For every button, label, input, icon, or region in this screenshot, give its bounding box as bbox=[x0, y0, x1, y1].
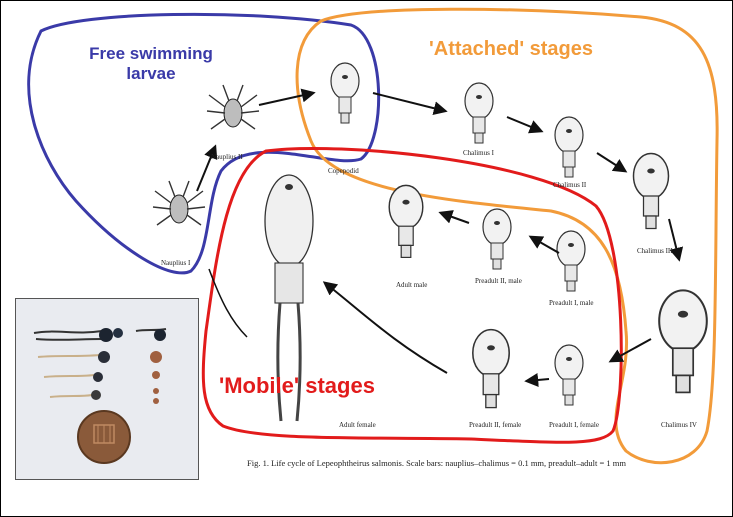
chalimus-3-drawing bbox=[632, 152, 670, 230]
stage-label-adult-male: Adult male bbox=[396, 281, 428, 289]
stage-label-nauplius1: Nauplius I bbox=[161, 259, 191, 267]
chalimus-1-drawing bbox=[464, 82, 494, 144]
stage-label-preadult1-female: Preadult I, female bbox=[549, 421, 599, 429]
nauplius-2-drawing bbox=[206, 84, 260, 130]
adult-male-drawing bbox=[388, 184, 424, 259]
figure-caption: Fig. 1. Life cycle of Lepeophtheirus sal… bbox=[247, 458, 627, 468]
chalimus-2-drawing bbox=[554, 116, 584, 178]
preadult-2-female-drawing bbox=[472, 328, 510, 409]
preadult-2-male-drawing bbox=[482, 208, 512, 270]
mobile-outline bbox=[201, 146, 623, 444]
free-swimming-label: Free swimming larvae bbox=[89, 44, 213, 84]
stage-label-chalimus1: Chalimus I bbox=[463, 149, 494, 157]
mobile-stages-label: 'Mobile' stages bbox=[219, 373, 375, 398]
chalimus-4-drawing bbox=[658, 289, 708, 394]
preadult-1-female-drawing bbox=[554, 344, 584, 406]
stage-label-preadult2-female: Preadult II, female bbox=[469, 421, 522, 429]
stage-label-adult-female: Adult female bbox=[339, 421, 376, 429]
stage-label-chalimus2: Chalimus II bbox=[553, 181, 587, 189]
lice-photo bbox=[15, 298, 199, 480]
stage-label-chalimus3: Chalimus III bbox=[637, 247, 673, 255]
nauplius-1-drawing bbox=[152, 180, 206, 226]
stage-label-preadult2-male: Preadult II, male bbox=[475, 277, 522, 285]
adult-female-drawing bbox=[264, 174, 314, 422]
stage-label-preadult1-male: Preadult I, male bbox=[549, 299, 594, 307]
stage-label-chalimus4: Chalimus IV bbox=[661, 421, 697, 429]
attached-outline bbox=[295, 7, 719, 465]
cycle-arrows bbox=[196, 88, 684, 387]
preadult-1-male-drawing bbox=[556, 230, 586, 292]
preadult-link bbox=[208, 268, 248, 338]
stage-label-copepodid: Copepodid bbox=[328, 167, 359, 175]
attached-stages-label: 'Attached' stages bbox=[429, 38, 594, 60]
stage-label-nauplius2: Nauplius II bbox=[211, 153, 243, 161]
free-swimming-outline bbox=[27, 12, 381, 275]
copepodid-drawing bbox=[330, 62, 360, 124]
